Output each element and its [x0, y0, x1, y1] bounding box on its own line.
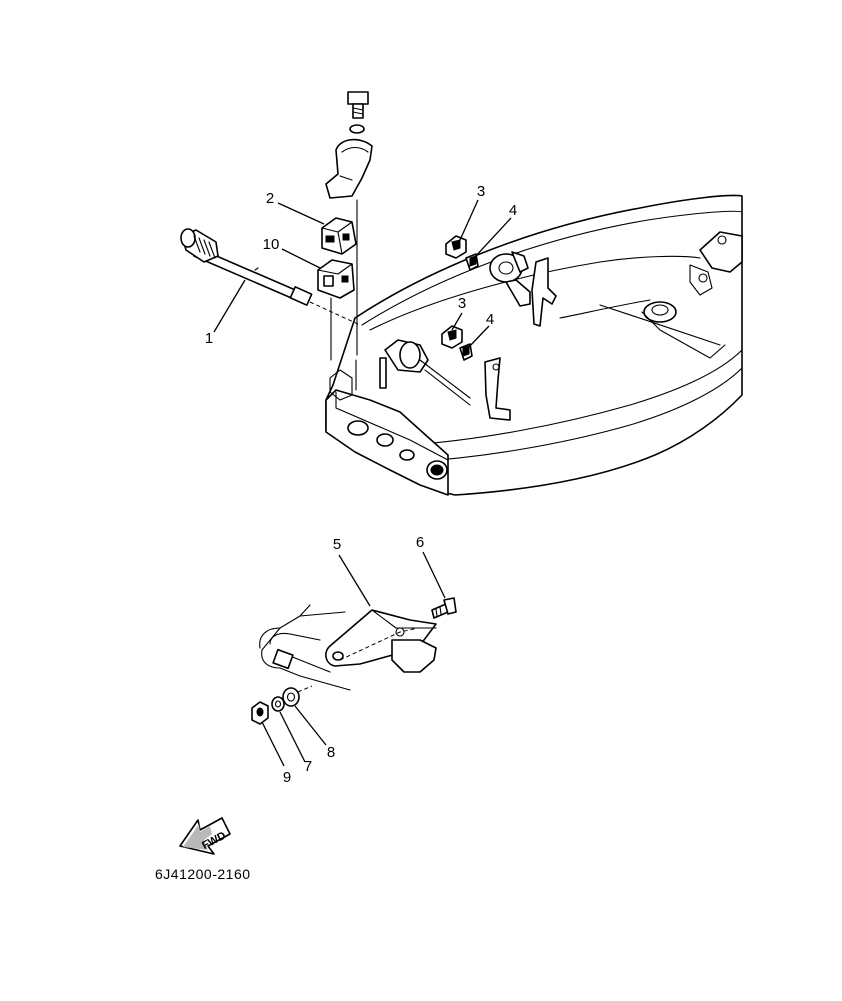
callout-6: 6 — [416, 534, 424, 551]
clip-4-lower — [459, 343, 473, 361]
fwd-arrow: FWD — [179, 817, 231, 855]
part-5-bracket — [325, 609, 437, 673]
top-bolt — [347, 91, 369, 134]
leader-lines-upper — [213, 199, 512, 349]
callout-9: 9 — [283, 769, 291, 786]
callout-4-lower: 4 — [486, 311, 494, 328]
shift-rod — [180, 228, 361, 326]
callout-10: 10 — [263, 236, 280, 253]
shift-lever — [489, 251, 531, 307]
leader-lines-lower — [261, 551, 446, 767]
callout-7: 7 — [304, 758, 312, 775]
callout-4-upper: 4 — [509, 202, 517, 219]
transom-clamp — [259, 604, 351, 691]
callout-3-upper: 3 — [477, 183, 485, 200]
clip-3-upper — [445, 235, 467, 259]
callout-2: 2 — [266, 190, 274, 207]
washers-nut — [251, 685, 313, 725]
callout-3-lower: 3 — [458, 295, 466, 312]
bellows-boot — [325, 138, 373, 199]
bottom-cowling — [325, 194, 743, 496]
part-10-plate — [317, 259, 355, 361]
callout-5: 5 — [333, 536, 341, 553]
clip-3-lower — [441, 325, 463, 349]
callout-labels: 1 2 3 3 4 4 5 6 7 8 9 10 — [205, 183, 517, 786]
callout-8: 8 — [327, 744, 335, 761]
part-2-holder — [321, 217, 357, 255]
part-6-bolt — [431, 597, 457, 619]
reference-code: 6J41200-2160 — [155, 866, 251, 882]
callout-1: 1 — [205, 330, 213, 347]
clip-4-upper — [465, 253, 479, 271]
